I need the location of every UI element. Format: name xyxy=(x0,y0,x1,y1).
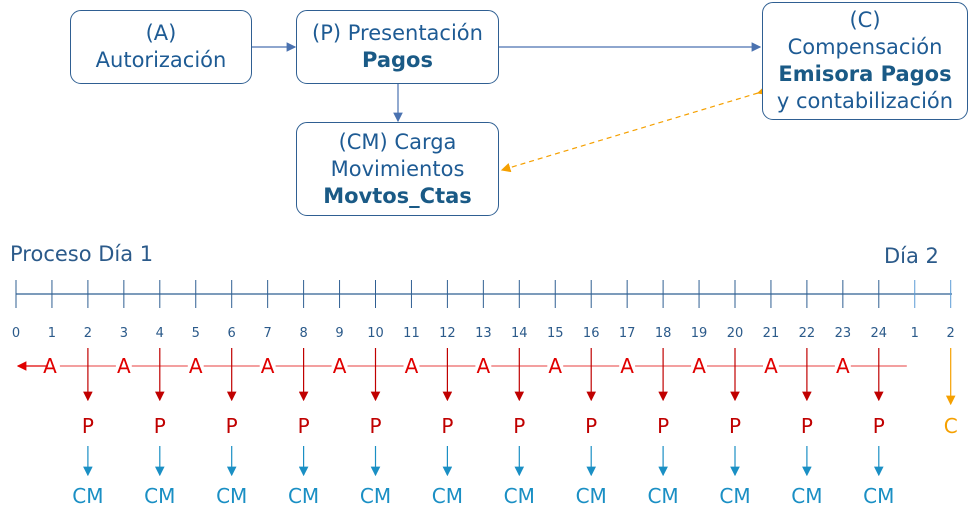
carga-label: (CM) Carga xyxy=(338,129,457,154)
tick-label: 14 xyxy=(511,326,528,341)
tick-label: 9 xyxy=(335,326,343,341)
tick-label: 20 xyxy=(727,326,744,341)
presentacion-system: Pagos xyxy=(362,48,433,72)
day1-title: Proceso Día 1 xyxy=(10,242,154,266)
flow-connectors xyxy=(252,42,768,173)
tick-label: 4 xyxy=(156,326,164,341)
tick-label: 22 xyxy=(799,326,816,341)
compensacion-label: Compensación xyxy=(787,35,943,59)
presentation-marker: P xyxy=(585,414,597,438)
autorizacion-label: Autorización xyxy=(95,48,227,72)
tick-label: 6 xyxy=(228,326,236,341)
authorization-marker: A xyxy=(333,354,347,378)
presentation-marker: P xyxy=(154,414,166,438)
carga-system: Movtos_Ctas xyxy=(323,183,472,208)
tick-label: 10 xyxy=(367,326,384,341)
compensation-marker: C xyxy=(944,414,958,438)
tick-label: 24 xyxy=(871,326,888,341)
authorization-marker: A xyxy=(548,354,562,378)
authorization-marker: A xyxy=(261,354,275,378)
load-marker: CM xyxy=(216,484,247,508)
carga-box: (CM) Carga Movimientos Movtos_Ctas xyxy=(296,122,499,216)
compensacion-code: (C) xyxy=(849,8,881,32)
presentacion-box: (P) Presentación Pagos xyxy=(296,10,499,84)
arrow-compensacion-carga-dashed xyxy=(500,85,768,173)
tick-label: 21 xyxy=(763,326,780,341)
presentation-marker: P xyxy=(513,414,525,438)
presentation-marker: P xyxy=(369,414,381,438)
tick-label: 2 xyxy=(947,326,955,341)
authorization-marker: A xyxy=(117,354,131,378)
load-marker: CM xyxy=(719,484,750,508)
autorizacion-code: (A) xyxy=(145,21,177,45)
tick-label: 18 xyxy=(655,326,672,341)
presentation-marker: P xyxy=(226,414,238,438)
load-marker: CM xyxy=(504,484,535,508)
tick-label: 16 xyxy=(583,326,600,341)
tick-label: 2 xyxy=(84,326,92,341)
load-marker: CM xyxy=(288,484,319,508)
presentation-marker: P xyxy=(441,414,453,438)
presentation-marker: P xyxy=(873,414,885,438)
presentation-marker: P xyxy=(801,414,813,438)
tick-label: 12 xyxy=(439,326,456,341)
tick-label: 13 xyxy=(475,326,492,341)
tick-label: 17 xyxy=(619,326,636,341)
authorization-marker: A xyxy=(692,354,706,378)
tick-label: 5 xyxy=(192,326,200,341)
authorization-marker: A xyxy=(620,354,634,378)
day2-title: Día 2 xyxy=(884,244,939,268)
authorization-marker: A xyxy=(405,354,419,378)
presentation-marker: P xyxy=(729,414,741,438)
tick-label: 19 xyxy=(691,326,708,341)
load-marker: CM xyxy=(432,484,463,508)
compensacion-box: (C) Compensación Emisora Pagos y contabi… xyxy=(762,2,968,120)
authorization-marker: A xyxy=(189,354,203,378)
load-marker: CM xyxy=(791,484,822,508)
presentation-marker: P xyxy=(298,414,310,438)
tick-label: 11 xyxy=(403,326,420,341)
tick-label: 8 xyxy=(299,326,307,341)
authorization-marker: A xyxy=(836,354,850,378)
compensacion-label-2: y contabilización xyxy=(776,89,954,113)
authorization-marker: A xyxy=(764,354,778,378)
load-marker: CM xyxy=(72,484,103,508)
load-marker: CM xyxy=(360,484,391,508)
load-marker: CM xyxy=(144,484,175,508)
load-marker: CM xyxy=(576,484,607,508)
authorization-marker: A xyxy=(43,354,57,378)
presentation-marker: P xyxy=(82,414,94,438)
autorizacion-box: (A) Autorización xyxy=(70,10,252,84)
load-marker: CM xyxy=(863,484,894,508)
presentacion-label: (P) Presentación xyxy=(312,21,483,45)
tick-label: 15 xyxy=(547,326,564,341)
presentation-marker: P xyxy=(657,414,669,438)
compensacion-system: Emisora Pagos xyxy=(778,62,952,86)
tick-label: 0 xyxy=(12,326,20,341)
load-marker: CM xyxy=(647,484,678,508)
authorization-marker: A xyxy=(477,354,491,378)
carga-label-2: Movimientos xyxy=(330,156,465,181)
tick-label: 23 xyxy=(835,326,852,341)
tick-label: 1 xyxy=(911,326,919,341)
tick-label: 1 xyxy=(48,326,56,341)
tick-label: 3 xyxy=(120,326,128,341)
tick-label: 7 xyxy=(264,326,272,341)
